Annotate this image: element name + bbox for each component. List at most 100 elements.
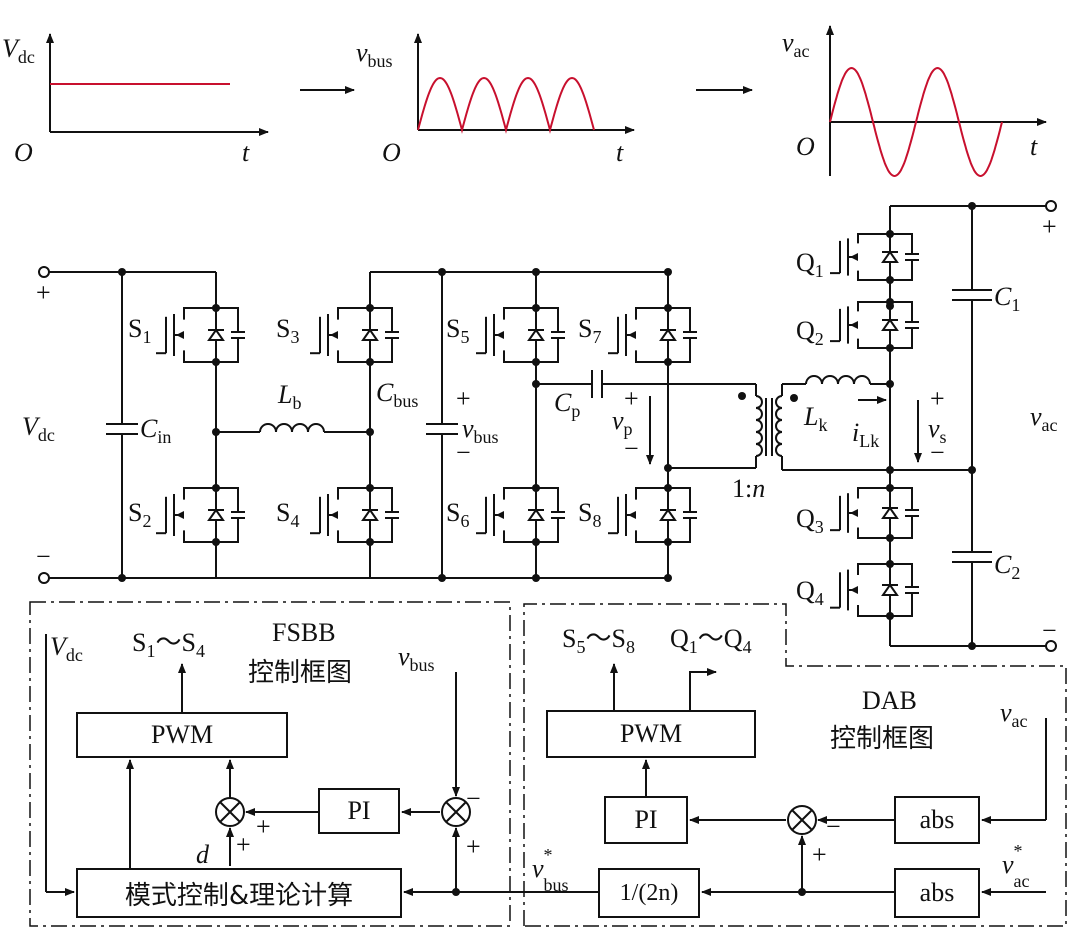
mosfet-arrow bbox=[850, 321, 858, 329]
vbus-plus: + bbox=[456, 384, 471, 413]
fsbb-output-signals: S1～S4 bbox=[132, 628, 205, 662]
junction-dot bbox=[532, 538, 540, 546]
transformer-primary bbox=[755, 395, 763, 457]
fsbb-vbus-input: vbus bbox=[398, 642, 435, 676]
transformer-coil bbox=[775, 395, 783, 457]
fsbb-sum2-minus: − bbox=[466, 784, 481, 813]
mosfet-drain bbox=[635, 300, 669, 320]
mosfet-drain bbox=[337, 300, 371, 320]
wire bbox=[689, 671, 708, 710]
junction-dot bbox=[886, 612, 894, 620]
mosfet-arrow bbox=[850, 509, 858, 517]
inductor-coil bbox=[805, 375, 871, 385]
junction-dot bbox=[532, 484, 540, 492]
wave-vdc-t: t bbox=[242, 138, 250, 167]
cap-wire bbox=[890, 328, 913, 349]
vp-label: vp bbox=[612, 406, 633, 440]
vac-trace bbox=[829, 66, 1003, 178]
dab-title-zh: 控制框图 bbox=[830, 724, 935, 754]
dab-abs-block-1: abs bbox=[894, 796, 980, 844]
junction-dot bbox=[664, 574, 672, 582]
fsbb-sum2-plus: + bbox=[466, 832, 481, 861]
cap-wire bbox=[216, 307, 239, 332]
waveform-plots bbox=[46, 25, 1047, 178]
switch-q4 bbox=[830, 556, 919, 624]
cap-wire bbox=[216, 338, 239, 363]
junction-dot bbox=[438, 268, 446, 276]
c1-label: C1 bbox=[994, 282, 1021, 316]
junction-dot bbox=[968, 202, 976, 210]
mosfet-source bbox=[857, 604, 891, 624]
cross bbox=[219, 801, 241, 823]
switch-q2 bbox=[830, 294, 919, 356]
diode-symbol bbox=[207, 328, 225, 341]
dab-sum-plus: + bbox=[812, 840, 827, 869]
vdc-label: Vdc bbox=[22, 412, 55, 446]
diode-symbol bbox=[881, 506, 899, 519]
switch-s1 bbox=[156, 300, 245, 370]
cap-wire bbox=[890, 233, 913, 254]
junction-dot bbox=[366, 304, 374, 312]
cap-wire bbox=[890, 516, 913, 539]
mosfet-source bbox=[857, 338, 891, 356]
diode-symbol bbox=[527, 508, 545, 521]
fsbb-sum1-plus-b: + bbox=[256, 812, 271, 841]
input-plus: + bbox=[36, 278, 51, 307]
diode-symbol bbox=[881, 583, 899, 596]
wave-vac-label: vac bbox=[782, 28, 810, 62]
dab-output-q: Q1～Q4 bbox=[670, 624, 752, 658]
cbus-capacitor bbox=[426, 423, 458, 435]
dab-vac-ref: v*ac bbox=[1002, 841, 1030, 892]
cap-wire bbox=[890, 487, 913, 510]
mosfet-source bbox=[857, 527, 891, 546]
inductor-lb bbox=[259, 423, 325, 433]
vs-minus: − bbox=[930, 438, 945, 467]
cap-wire bbox=[370, 307, 393, 332]
mosfet-arrow bbox=[496, 331, 504, 339]
fsbb-title-zh: 控制框图 bbox=[248, 658, 353, 688]
dab-pwm-block: PWM bbox=[546, 710, 756, 758]
junction-dot bbox=[664, 304, 672, 312]
cin-label: Cin bbox=[140, 414, 172, 448]
junction-dot bbox=[886, 534, 894, 542]
switch-s5 bbox=[476, 300, 565, 370]
dab-gain-block: 1/(2n) bbox=[598, 868, 700, 918]
mosfet-arrow bbox=[176, 511, 184, 519]
cap-wire bbox=[890, 260, 913, 281]
fsbb-sum2 bbox=[441, 797, 471, 827]
inductor-coil bbox=[259, 423, 325, 433]
junction-dot bbox=[366, 358, 374, 366]
dab-sum bbox=[787, 805, 817, 835]
mosfet-arrow bbox=[330, 331, 338, 339]
dab-pi-block: PI bbox=[604, 796, 688, 844]
q3-label: Q3 bbox=[796, 504, 824, 538]
ilk-label: iLk bbox=[852, 418, 880, 452]
dab-output-s: S5～S8 bbox=[562, 624, 635, 658]
junction-dot bbox=[664, 268, 672, 276]
output-terminal-minus bbox=[1045, 640, 1057, 652]
cap-wire bbox=[216, 487, 239, 512]
cbus-label: Cbus bbox=[376, 378, 419, 412]
mosfet-drain bbox=[503, 300, 537, 320]
mosfet-drain bbox=[183, 480, 217, 500]
wave-vbus-label: vbus bbox=[356, 38, 393, 72]
mosfet-drain bbox=[337, 480, 371, 500]
wave-vbus-t: t bbox=[616, 138, 624, 167]
switch-q1 bbox=[830, 226, 919, 288]
polarity-dot bbox=[738, 392, 746, 400]
mosfet-drain bbox=[857, 556, 891, 576]
cap-wire bbox=[370, 487, 393, 512]
power-circuit bbox=[38, 200, 1057, 652]
vp-plus: + bbox=[624, 384, 639, 413]
fsbb-frame bbox=[29, 601, 511, 927]
mosfet-source bbox=[635, 530, 669, 550]
junction-dot bbox=[212, 484, 220, 492]
junction-dot bbox=[798, 888, 806, 896]
junction-dot bbox=[118, 574, 126, 582]
wave-vac-t: t bbox=[1030, 132, 1038, 161]
input-minus: − bbox=[36, 542, 51, 571]
switch-s4 bbox=[310, 480, 399, 550]
transformer-secondary bbox=[775, 395, 783, 457]
dab-abs-block-2: abs bbox=[894, 868, 980, 918]
